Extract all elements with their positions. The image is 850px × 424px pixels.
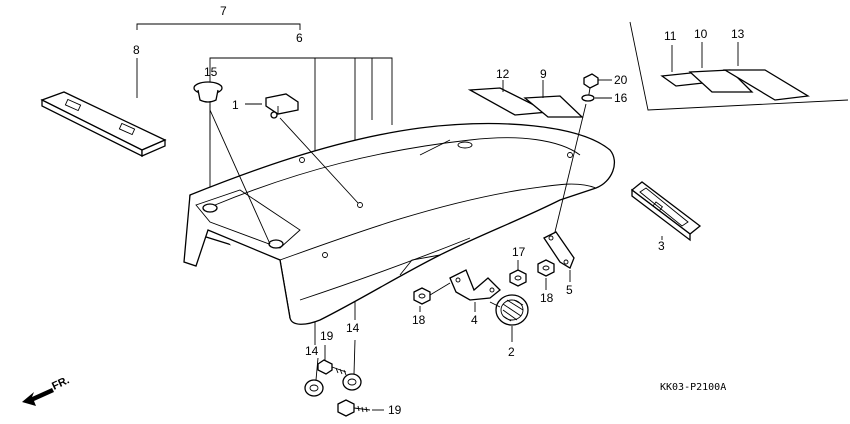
callout-6: 6	[296, 31, 303, 45]
stripe-decal-10	[688, 69, 754, 93]
callout-18-right: 18	[540, 291, 554, 305]
callout-20: 20	[614, 73, 628, 87]
nut-18-right	[537, 259, 555, 277]
callout-17: 17	[512, 245, 526, 259]
clip-1	[265, 93, 299, 119]
rubber-plate-8	[40, 91, 167, 158]
round-reflector-2	[495, 294, 529, 326]
callout-10: 10	[694, 27, 708, 41]
callout-13: 13	[731, 27, 745, 41]
callout-12: 12	[496, 67, 510, 81]
callout-18-left: 18	[412, 313, 426, 327]
grommet-15	[193, 81, 223, 103]
callout-14-right: 14	[346, 321, 360, 335]
callout-15: 15	[204, 65, 218, 79]
bracket-4	[449, 269, 501, 301]
callout-9: 9	[540, 67, 547, 81]
collar-14-right	[342, 373, 362, 391]
front-direction-arrow-icon	[22, 388, 54, 406]
callout-4: 4	[471, 313, 478, 327]
nut-18-left	[413, 287, 431, 305]
bracket-5	[543, 231, 575, 269]
callout-7: 7	[220, 4, 227, 18]
stripe-decal-9	[523, 95, 584, 118]
diagram-code: KK03-P2100A	[660, 382, 726, 393]
decal-inset-box	[629, 21, 849, 111]
callout-3: 3	[658, 239, 665, 253]
callout-11: 11	[664, 29, 677, 43]
washer-16	[581, 94, 595, 102]
nut-17	[509, 269, 527, 287]
bolt-19-lower	[337, 399, 371, 417]
callout-16: 16	[614, 91, 628, 105]
reflector-3	[630, 181, 702, 242]
callout-19-lower: 19	[388, 403, 402, 417]
front-direction-label: FR.	[50, 374, 71, 392]
callout-5: 5	[566, 283, 573, 297]
callout-1: 1	[232, 98, 239, 112]
bolt-19-upper	[317, 359, 347, 376]
callout-19-upper: 19	[320, 329, 334, 343]
callout-2: 2	[508, 345, 515, 359]
callout-14-left: 14	[305, 344, 319, 358]
collar-14-left	[304, 379, 324, 397]
stripe-decal-13	[722, 69, 810, 101]
callout-8: 8	[133, 43, 140, 57]
